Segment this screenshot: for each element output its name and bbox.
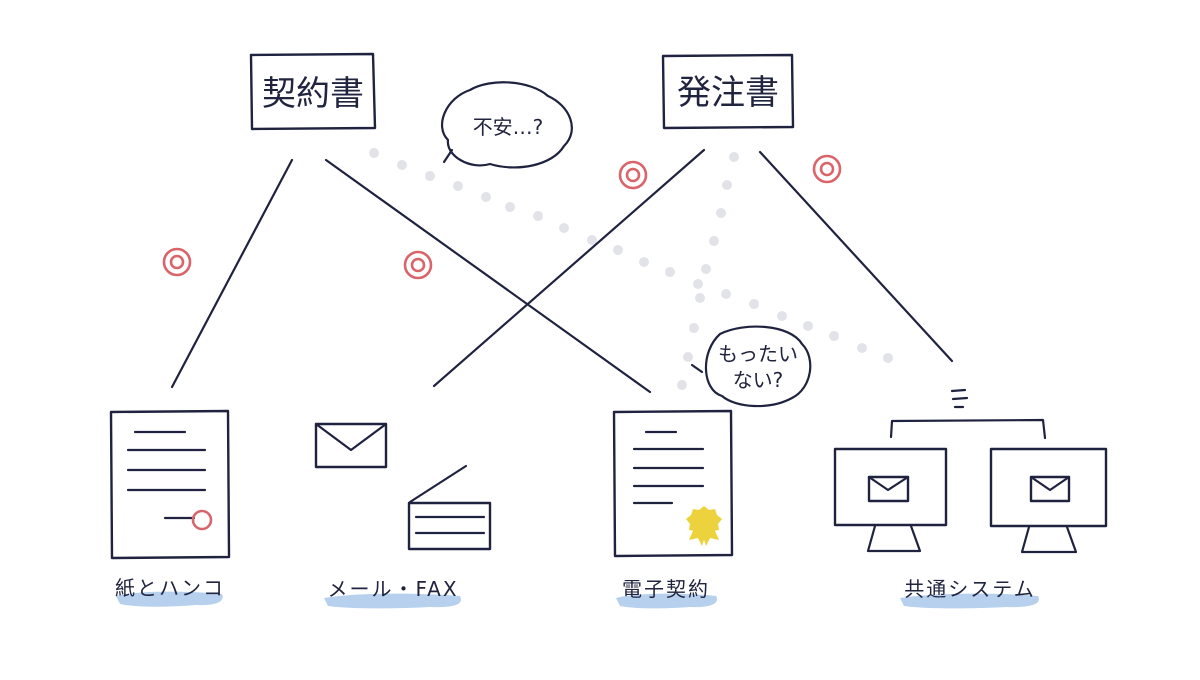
dot-order-econtract [722, 180, 732, 190]
seal-icon [686, 506, 722, 546]
dot-order-econtract [729, 152, 739, 162]
dot-contract-system [721, 289, 731, 299]
dot-contract-system [693, 279, 703, 289]
link-contract-econtract [324, 158, 652, 394]
monitor-icon [833, 447, 948, 553]
dot-contract-system [369, 148, 379, 158]
fax-icon [407, 464, 492, 551]
dot-contract-system [533, 211, 543, 221]
label-highlight [116, 591, 223, 607]
method-shared-system: 共通システム [833, 388, 1108, 609]
dot-contract-system [803, 321, 813, 331]
method-label: メール・FAX [327, 577, 458, 601]
label-highlight [616, 593, 717, 609]
dot-order-econtract [701, 264, 711, 274]
dot-contract-system [777, 311, 787, 321]
document-box-order: 発注書 [661, 53, 795, 130]
method-paper-hanko: 紙とハンコ [109, 409, 231, 607]
document-box-contract: 契約書 [249, 52, 377, 131]
envelope-icon [314, 422, 388, 469]
dot-order-econtract [709, 236, 719, 246]
double-circle-mark [162, 247, 192, 277]
method-mail-fax: メール・FAX [314, 422, 492, 609]
dot-contract-system [857, 343, 867, 353]
dot-order-econtract [689, 323, 699, 333]
hanko-icon [191, 509, 213, 531]
dot-contract-system [425, 171, 435, 181]
dot-order-econtract [683, 352, 693, 362]
dot-contract-system [505, 202, 515, 212]
bubble-text: もったい [718, 342, 798, 366]
dot-order-econtract [695, 293, 705, 303]
double-circle-mark [812, 154, 842, 184]
dot-contract-system [829, 331, 839, 341]
dot-contract-system [397, 160, 407, 170]
bubble-text: ない? [733, 368, 784, 392]
bubble-text: 不安…? [473, 115, 544, 139]
double-circle-mark [618, 160, 648, 190]
dot-contract-system [613, 245, 623, 255]
document-icon [109, 409, 231, 560]
speech-bubble-wasteful: もったい ない? [690, 325, 812, 408]
dot-contract-system [665, 267, 675, 277]
solid-links [170, 148, 954, 394]
speech-bubble-anxious: 不安…? [441, 81, 573, 169]
link-order-mailfax [432, 148, 706, 388]
dot-contract-system [559, 223, 569, 233]
dot-contract-system [481, 192, 491, 202]
double-circle-mark [403, 250, 433, 280]
method-label: 共通システム [904, 577, 1035, 601]
method-label: 電子契約 [622, 577, 710, 601]
dot-contract-system [587, 235, 597, 245]
dot-contract-system [453, 181, 463, 191]
dot-contract-system [639, 257, 649, 267]
dot-order-econtract [716, 208, 726, 218]
method-label: 紙とハンコ [115, 576, 225, 600]
wifi-icon [950, 388, 969, 409]
document-box-label: 契約書 [262, 74, 364, 114]
dot-order-econtract [677, 380, 687, 390]
network-connector [889, 418, 1047, 440]
document-box-label: 発注書 [677, 73, 779, 113]
dot-contract-system [883, 353, 893, 363]
link-contract-paper [170, 158, 294, 389]
monitor-icon [989, 447, 1108, 554]
method-e-contract: 電子契約 [612, 409, 734, 609]
marks [162, 154, 842, 280]
label-highlight [324, 593, 461, 609]
dotted-links [369, 148, 893, 390]
label-highlight [900, 593, 1039, 609]
link-order-system [758, 150, 954, 363]
dot-contract-system [749, 299, 759, 309]
